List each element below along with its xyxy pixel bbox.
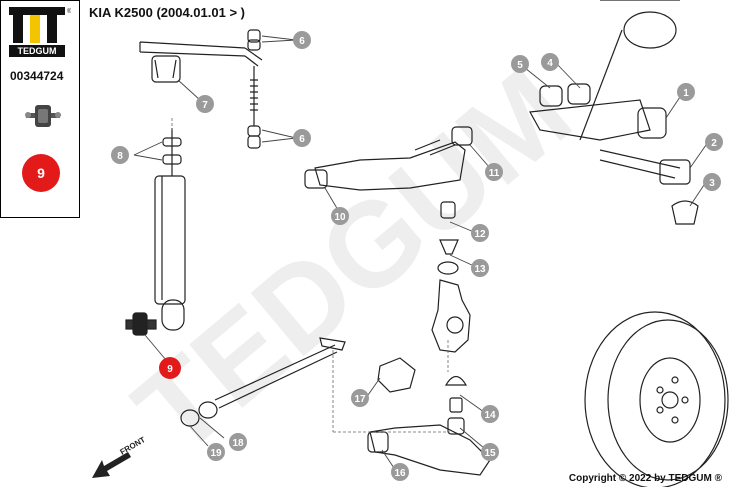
- svg-text:10: 10: [334, 212, 346, 223]
- logo-text: TEDGUM: [18, 46, 57, 56]
- copyright-text: Copyright © 2022 by TEDGUM ®: [568, 473, 722, 484]
- svg-text:FRONT: FRONT: [119, 435, 147, 457]
- part-number: 00344724: [10, 69, 64, 83]
- callout-16[interactable]: 16: [391, 463, 409, 481]
- callout-14[interactable]: 14: [481, 405, 499, 423]
- svg-text:6: 6: [299, 134, 305, 145]
- svg-text:17: 17: [354, 394, 366, 405]
- svg-text:6: 6: [299, 36, 305, 47]
- callout-17[interactable]: 17: [351, 389, 369, 407]
- svg-text:4: 4: [547, 58, 553, 69]
- svg-text:1: 1: [683, 88, 689, 99]
- svg-text:11: 11: [489, 168, 500, 179]
- callout-7[interactable]: 7: [196, 95, 214, 113]
- svg-text:18: 18: [232, 438, 244, 449]
- svg-text:5: 5: [517, 60, 523, 71]
- callout-18[interactable]: 18: [229, 433, 247, 451]
- callout-2[interactable]: 2: [705, 133, 723, 151]
- callout-15[interactable]: 15: [481, 443, 499, 461]
- tedgum-logo: TEDGUM ®: [9, 7, 72, 57]
- svg-text:13: 13: [474, 264, 486, 275]
- svg-text:14: 14: [484, 410, 496, 421]
- callout-5[interactable]: 5: [511, 55, 529, 73]
- callout-10[interactable]: 10: [331, 207, 349, 225]
- svg-text:8: 8: [117, 151, 123, 162]
- svg-text:7: 7: [202, 100, 208, 111]
- svg-text:®: ®: [67, 8, 71, 15]
- highlight-badge-9[interactable]: 9: [159, 357, 181, 379]
- callout-4[interactable]: 4: [541, 53, 559, 71]
- svg-text:16: 16: [394, 468, 406, 479]
- callout-12[interactable]: 12: [471, 224, 489, 242]
- front-arrow-icon: FRONT: [92, 435, 147, 478]
- part-info-panel: TEDGUM ® 00344724 9: [0, 0, 80, 218]
- callout-11[interactable]: 11: [485, 163, 503, 181]
- callout-13[interactable]: 13: [471, 259, 489, 277]
- bushing-thumbnail-icon: [23, 101, 63, 131]
- position-badge[interactable]: 9: [22, 154, 60, 192]
- svg-text:15: 15: [484, 448, 496, 459]
- svg-text:2: 2: [711, 138, 717, 149]
- callout-19[interactable]: 19: [207, 443, 225, 461]
- callout-1[interactable]: 1: [677, 83, 695, 101]
- callout-3[interactable]: 3: [703, 173, 721, 191]
- watermark-text: TEDGUM: [111, 43, 595, 480]
- callout-6-a[interactable]: 6: [293, 31, 311, 49]
- svg-text:12: 12: [474, 229, 486, 240]
- callout-6-b[interactable]: 6: [293, 129, 311, 147]
- svg-text:19: 19: [210, 448, 222, 459]
- svg-text:9: 9: [167, 364, 173, 375]
- svg-text:3: 3: [709, 178, 715, 189]
- vehicle-title: KIA K2500 (2004.01.01 > ): [89, 5, 245, 20]
- callout-8[interactable]: 8: [111, 146, 129, 164]
